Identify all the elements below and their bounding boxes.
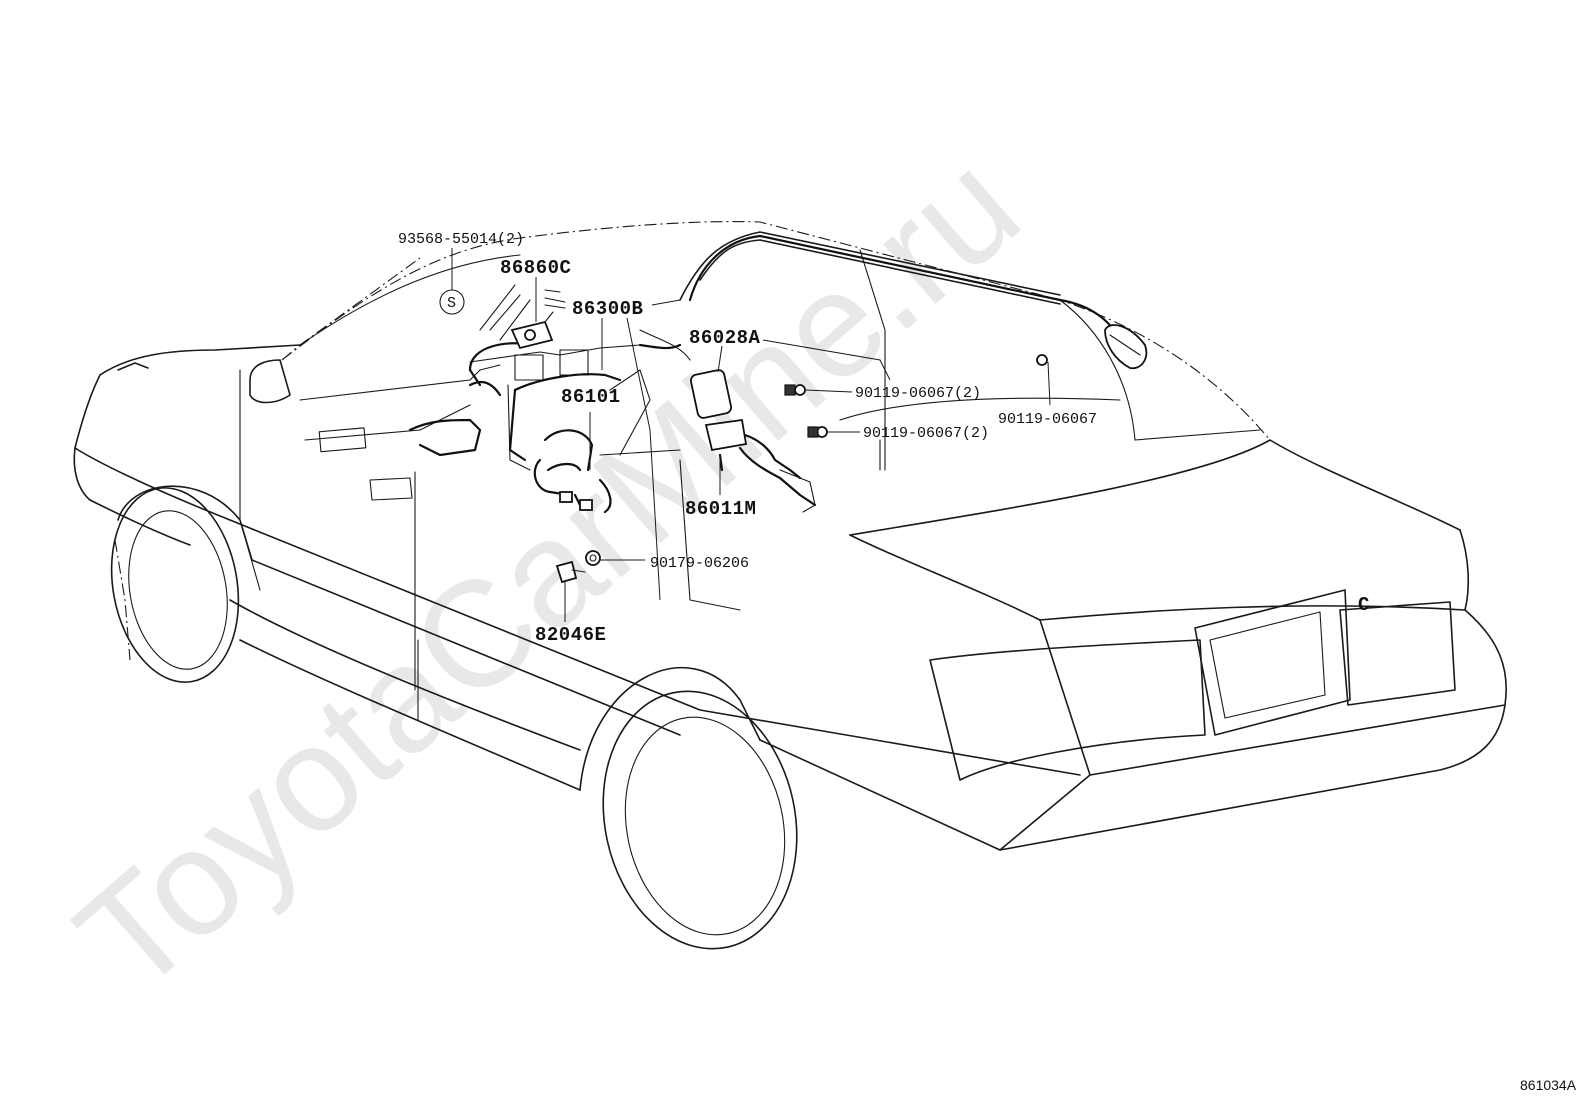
antenna-amplifier-icon	[479, 284, 566, 350]
callout-86011m: 86011M	[685, 498, 756, 520]
s-mark-label: S	[447, 295, 456, 312]
screw-bolt-icon	[585, 354, 1048, 566]
callout-leaders	[451, 248, 1051, 622]
diagram-id: 861034A	[1520, 1077, 1577, 1093]
callout-86860c: 86860C	[500, 257, 571, 279]
callout-82046e: 82046E	[535, 624, 606, 646]
callout-93568-55014: 93568-55014(2)	[398, 231, 524, 248]
s-mark-symbol: S	[439, 289, 465, 315]
callout-90179-06206: 90179-06206	[650, 555, 749, 572]
clamp-bracket-icon	[555, 560, 586, 584]
antenna-harness	[408, 234, 1148, 514]
callout-86028a: 86028A	[689, 327, 761, 349]
car-body-outline	[73, 221, 1507, 950]
callout-90119-06067-a: 90119-06067(2)	[855, 385, 981, 402]
callout-labels: 93568-55014(2) 86860C 86300B 86028A 8610…	[398, 231, 1370, 646]
callout-90119-06067-b: 90119-06067	[998, 411, 1097, 428]
trunk-marker-c: C	[1358, 594, 1370, 616]
callout-86101: 86101	[561, 386, 621, 408]
callout-90119-06067-c: 90119-06067(2)	[863, 425, 989, 442]
callout-86300b: 86300B	[572, 298, 643, 320]
